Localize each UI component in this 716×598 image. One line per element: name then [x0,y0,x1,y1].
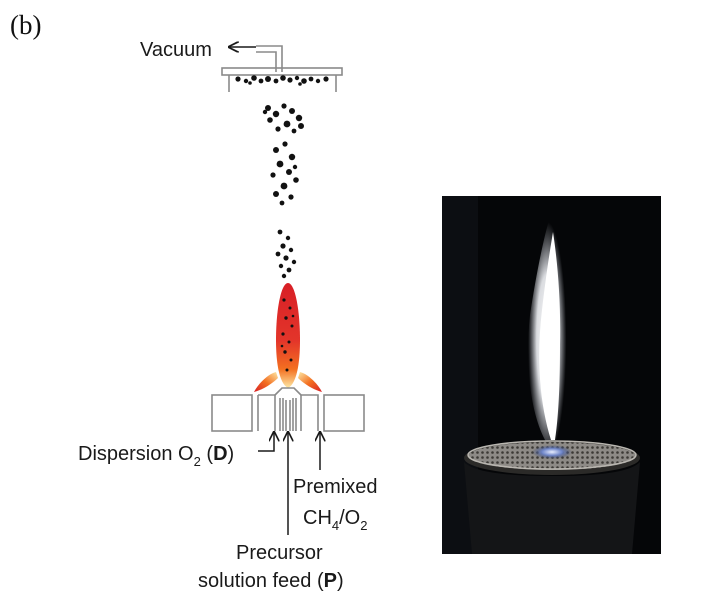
particle-dot [288,247,294,253]
main-flame [276,283,300,388]
particle-dot [281,273,287,279]
particle-dot [280,243,286,249]
particle-dot [293,177,299,183]
particle-dot [275,251,281,257]
particle-dot [277,229,283,235]
particle-dot [283,350,287,354]
premix-channel-left [257,394,276,431]
particle-dot [273,147,279,153]
particle-stream [262,103,304,279]
vacuum-filter-assembly: Vacuum [140,39,343,92]
particle-dot [298,82,302,86]
dispersion-arrow [258,432,274,452]
particle-dot [288,153,296,161]
particle-dot [288,306,292,310]
particle-dot [273,78,279,84]
particle-dot [262,109,268,115]
burner-edge [467,440,637,470]
blue-base-flame [532,445,572,459]
particle-dot [291,259,297,265]
particle-dot [270,172,276,178]
particle-dot [295,114,303,122]
particle-dot [267,117,273,123]
particle-dot [273,191,279,197]
particle-dot [308,76,314,82]
particle-dot [284,316,288,320]
particle-dot [287,340,291,344]
particle-dot [272,110,280,118]
particle-dot [285,235,291,241]
particle-dot [278,263,284,269]
collected-particles [235,75,329,86]
particle-dot [289,108,295,114]
particle-dot [243,78,249,84]
particle-dot [287,77,293,83]
side-flame-right [298,372,322,392]
panel-label: (b) [10,10,41,40]
particle-dot [280,75,286,81]
nozzle-capillaries [279,398,297,431]
particle-dot [283,255,289,261]
particle-dot [286,267,292,273]
burner-outer-right [323,394,365,432]
particle-dot [288,194,294,200]
particle-dot [286,169,292,175]
particle-dot [280,182,288,190]
flame-photograph [442,196,661,554]
particle-dot [294,75,300,81]
burner-cross-section [211,387,365,432]
precursor-label-line2: solution feed (P) [198,570,344,592]
particle-dot [283,120,291,128]
particle-dot [281,103,287,109]
plume-core [539,232,561,440]
premixed-label-line2: CH4/O2 [303,507,367,533]
particle-dot [298,123,304,129]
annotation-arrows [258,432,320,535]
particle-dot [323,76,329,82]
premix-channel-right [300,394,319,431]
particle-dot [280,344,284,348]
precursor-label-line1: Precursor [236,542,323,564]
burner-body [464,462,640,554]
nozzle-tip [274,387,302,396]
particle-dot [281,332,285,336]
dispersion-label: Dispersion O2 (D) [78,443,234,469]
particle-dot [282,141,288,147]
particle-dot [251,75,257,81]
particle-dot [265,105,271,111]
particle-dot [292,164,298,170]
particle-dot [289,358,293,362]
burner-outer-left [211,394,253,432]
vacuum-label: Vacuum [140,39,212,61]
particle-dot [258,78,264,84]
particle-dot [291,314,295,318]
particle-dot [276,160,284,168]
vacuum-pipe [256,45,283,72]
particle-dot [279,200,285,206]
particle-dot [315,78,321,84]
particle-dot [235,76,241,82]
particle-dot [301,78,307,84]
particle-dot [248,81,252,85]
flame-particles [280,298,295,372]
premixed-label-line1: Premixed [293,476,377,498]
flame [254,283,322,392]
particle-dot [282,298,286,302]
particle-dot [275,126,281,132]
particle-dot [290,324,294,328]
particle-dot [285,368,289,372]
particle-dot [291,128,297,134]
side-flame-left [254,372,278,392]
filter-plate [221,67,343,76]
particle-dot [265,76,271,82]
